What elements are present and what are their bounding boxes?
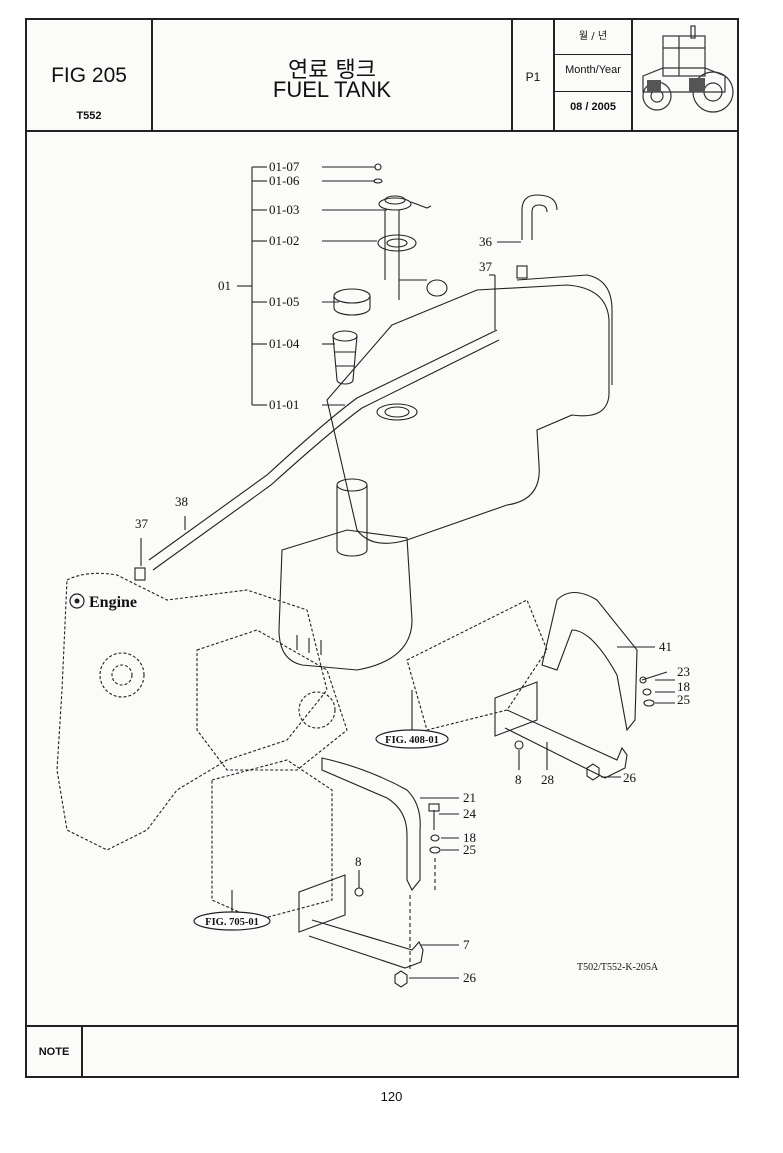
callout-37-lower: 37 [135, 516, 149, 531]
figure-cell: FIG 205 T552 [27, 20, 153, 130]
title-english: FUEL TANK [272, 77, 392, 102]
page-label-cell: P1 [513, 20, 555, 130]
callout-25-upper: 25 [677, 692, 690, 707]
header-block: FIG 205 T552 연료 탱크 FUEL TANK P1 월 / 년 Mo… [27, 20, 737, 132]
callout-36: 36 [479, 234, 493, 249]
callout-01-05: 01-05 [269, 294, 299, 309]
date-cell: 월 / 년 Month/Year 08 / 2005 [555, 20, 633, 130]
title-cell: 연료 탱크 FUEL TANK [153, 20, 513, 130]
note-row: NOTE [27, 1025, 737, 1078]
callout-01: 01 [218, 278, 231, 293]
callout-7: 7 [463, 937, 470, 952]
callout-28: 28 [541, 772, 554, 787]
callout-18-upper: 18 [677, 679, 690, 694]
callout-37-upper: 37 [479, 259, 493, 274]
callout-01-01: 01-01 [269, 397, 299, 412]
callout-21: 21 [463, 790, 476, 805]
parts-drawing: 01-07 01-06 01-03 01-02 01 01-05 01-04 0… [27, 130, 737, 1025]
note-label: NOTE [27, 1027, 83, 1078]
callout-01-04: 01-04 [269, 336, 300, 351]
date-value: 08 / 2005 [570, 101, 616, 113]
fuel-tank-exploded-view: 01-07 01-06 01-03 01-02 01 01-05 01-04 0… [56, 159, 690, 988]
figure-id: FIG 205 [51, 64, 127, 87]
tractor-icon [642, 25, 734, 113]
title-korean: 연료 탱크 [288, 58, 376, 83]
callout-8-upper: 8 [515, 772, 522, 787]
page-label: P1 [525, 70, 541, 84]
fig-408-reference: FIG. 408-01 [385, 735, 439, 746]
callout-01-06: 01-06 [269, 173, 300, 188]
date-header-english: Month/Year [555, 55, 631, 92]
date-header-korean: 월 / 년 [555, 28, 631, 55]
engine-label: Engine [89, 594, 137, 611]
callout-01-02: 01-02 [269, 233, 299, 248]
callout-24: 24 [463, 806, 477, 821]
callout-25-lower: 25 [463, 842, 476, 857]
callout-41: 41 [659, 639, 672, 654]
callout-01-03: 01-03 [269, 202, 299, 217]
callout-26-lower: 26 [463, 970, 477, 985]
fig-705-reference: FIG. 705-01 [205, 917, 259, 928]
callout-01-07: 01-07 [269, 159, 300, 174]
callout-18-lower: 18 [463, 830, 476, 845]
page-frame: FIG 205 T552 연료 탱크 FUEL TANK P1 월 / 년 Mo… [25, 18, 739, 1078]
callout-38: 38 [175, 494, 188, 509]
tractor-icon-cell [633, 20, 737, 130]
callout-23: 23 [677, 664, 690, 679]
drawing-code: T502/T552-K-205A [577, 962, 659, 973]
callout-8-lower: 8 [355, 854, 362, 869]
model-code: T552 [76, 110, 102, 122]
callout-26-upper: 26 [623, 770, 637, 785]
page-number: 120 [380, 1089, 403, 1104]
